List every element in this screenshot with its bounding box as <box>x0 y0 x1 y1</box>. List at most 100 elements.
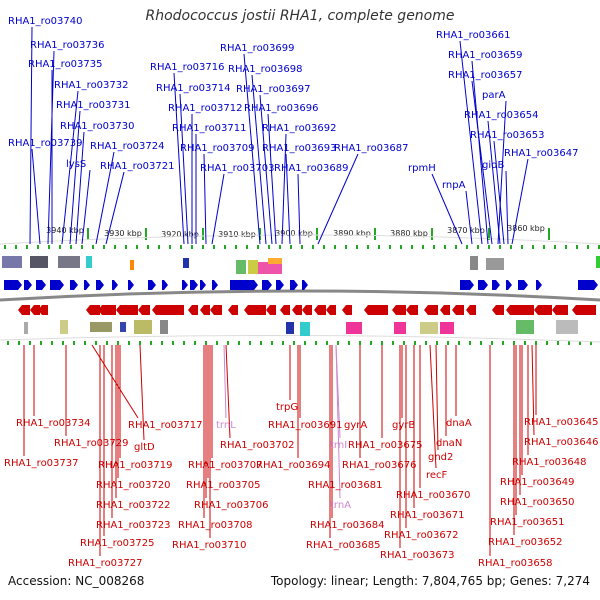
reverse-gene-label[interactable]: RHA1_ro03676 <box>342 460 417 471</box>
reverse-gene-label[interactable]: RHA1_ro03649 <box>500 477 575 488</box>
forward-gene-label[interactable]: gidB <box>482 160 504 171</box>
forward-gene-arrow <box>36 280 46 290</box>
forward-gene-label[interactable]: RHA1_ro03647 <box>504 148 579 159</box>
forward-gene-label[interactable]: RHA1_ro03730 <box>60 121 135 132</box>
forward-leader-line <box>259 94 273 245</box>
reverse-gene-label[interactable]: RHA1_ro03737 <box>4 458 79 469</box>
reverse-gene-label[interactable]: RHA1_ro03727 <box>68 558 143 569</box>
reverse-gene-label[interactable]: RHA1_ro03685 <box>306 540 381 551</box>
reverse-gene-label[interactable]: RHA1_ro03710 <box>172 540 247 551</box>
scale-tick <box>579 341 581 345</box>
reverse-gene-label[interactable]: RHA1_ro03658 <box>478 558 553 569</box>
reverse-gene-label[interactable]: trnI <box>330 440 347 451</box>
forward-gene-label[interactable]: RHA1_ro03703 <box>200 163 275 174</box>
reverse-gene-label[interactable]: gltD <box>134 442 155 453</box>
forward-gene-label[interactable]: RHA1_ro03654 <box>464 110 539 121</box>
reverse-gene-label[interactable]: RHA1_ro03722 <box>96 500 171 511</box>
reverse-gene-label[interactable]: RHA1_ro03717 <box>128 420 203 431</box>
reverse-gene-label[interactable]: recF <box>426 470 448 481</box>
forward-gene-label[interactable]: RHA1_ro03698 <box>228 64 303 75</box>
reverse-gene-arrow <box>364 305 388 315</box>
forward-gene-label[interactable]: RHA1_ro03721 <box>100 161 175 172</box>
forward-gene-label[interactable]: RHA1_ro03657 <box>448 70 523 81</box>
reverse-gene-label[interactable]: dnaA <box>446 418 472 429</box>
reverse-gene-label[interactable]: RHA1_ro03734 <box>16 418 91 429</box>
reverse-gene-label[interactable]: RHA1_ro03691 <box>268 420 343 431</box>
reverse-gene-label[interactable]: trpG <box>276 402 298 413</box>
reverse-gene-label[interactable]: RHA1_ro03723 <box>96 520 171 531</box>
forward-gene-label[interactable]: RHA1_ro03732 <box>54 80 129 91</box>
reverse-gene-label[interactable]: trnA <box>330 500 351 511</box>
reverse-gene-label[interactable]: RHA1_ro03707 <box>188 460 263 471</box>
scale-tick <box>70 245 72 249</box>
forward-gene-label[interactable]: lysS <box>66 159 86 170</box>
reverse-gene-label[interactable]: RHA1_ro03675 <box>348 440 423 451</box>
reverse-gene-label[interactable]: RHA1_ro03681 <box>308 480 383 491</box>
forward-gene-label[interactable]: RHA1_ro03696 <box>244 103 319 114</box>
reverse-gene-label[interactable]: RHA1_ro03670 <box>396 490 471 501</box>
forward-gene-label[interactable]: RHA1_ro03697 <box>236 84 311 95</box>
reverse-gene-label[interactable]: RHA1_ro03671 <box>390 510 465 521</box>
reverse-gene-label[interactable]: RHA1_ro03684 <box>310 520 385 531</box>
forward-gene-label[interactable]: RHA1_ro03739 <box>8 138 83 149</box>
reverse-gene-label[interactable]: RHA1_ro03673 <box>380 550 455 561</box>
forward-gene-label[interactable]: RHA1_ro03699 <box>220 43 295 54</box>
forward-leader-line <box>431 173 463 245</box>
forward-gene-label[interactable]: RHA1_ro03712 <box>168 103 243 114</box>
forward-leader-line <box>203 153 207 245</box>
scale-tick <box>73 341 75 345</box>
forward-gene-label[interactable]: RHA1_ro03731 <box>56 100 131 111</box>
forward-gene-label[interactable]: RHA1_ro03711 <box>172 123 247 134</box>
forward-gene-label[interactable]: RHA1_ro03659 <box>448 50 523 61</box>
forward-gene-label[interactable]: RHA1_ro03693 <box>262 143 337 154</box>
reverse-gene-label[interactable]: trnL <box>216 420 236 431</box>
scale-tick <box>150 341 152 345</box>
reverse-gene-label[interactable]: dnaN <box>436 438 462 449</box>
scale-tick <box>117 341 119 345</box>
forward-gene-label[interactable]: RHA1_ro03724 <box>90 141 165 152</box>
reverse-gene-label[interactable]: RHA1_ro03648 <box>512 457 587 468</box>
reverse-gene-label[interactable]: RHA1_ro03729 <box>54 438 129 449</box>
reverse-gene-label[interactable]: RHA1_ro03719 <box>98 460 173 471</box>
forward-gene-label[interactable]: RHA1_ro03716 <box>150 62 225 73</box>
forward-gene-label[interactable]: RHA1_ro03661 <box>436 30 511 41</box>
forward-gene-label[interactable]: rnpA <box>442 180 466 191</box>
forward-gene-label[interactable]: RHA1_ro03735 <box>28 59 103 70</box>
reverse-gene-label[interactable]: RHA1_ro03694 <box>256 460 331 471</box>
reverse-gene-label[interactable]: RHA1_ro03672 <box>384 530 459 541</box>
scale-tick <box>546 341 548 345</box>
reverse-gene-label[interactable]: RHA1_ro03708 <box>178 520 253 531</box>
forward-gene-label[interactable]: RHA1_ro03653 <box>470 130 545 141</box>
scale-tick <box>92 245 94 249</box>
reverse-gene-label[interactable]: RHA1_ro03706 <box>194 500 269 511</box>
forward-gene-label[interactable]: RHA1_ro03736 <box>30 40 105 51</box>
scale-tick <box>304 341 306 345</box>
scale-tick <box>312 245 314 249</box>
reverse-gene-arrow <box>392 305 406 315</box>
forward-gene-label[interactable]: rpmH <box>408 163 436 174</box>
forward-gene-label[interactable]: RHA1_ro03740 <box>8 16 83 27</box>
forward-gene-label[interactable]: parA <box>482 90 506 101</box>
reverse-gene-label[interactable]: RHA1_ro03725 <box>80 538 155 549</box>
reverse-gene-label[interactable]: RHA1_ro03651 <box>490 517 565 528</box>
reverse-gene-label[interactable]: RHA1_ro03702 <box>220 440 295 451</box>
scale-tick <box>513 341 515 345</box>
reverse-gene-label[interactable]: RHA1_ro03720 <box>96 480 171 491</box>
reverse-gene-label[interactable]: gyrB <box>392 420 415 431</box>
reverse-gene-label[interactable]: gnd2 <box>428 452 453 463</box>
forward-gene-label[interactable]: RHA1_ro03689 <box>274 163 349 174</box>
kbp-tick-label: 3900 kbp <box>275 229 313 238</box>
forward-gene-arrow <box>460 280 474 290</box>
forward-gene-label[interactable]: RHA1_ro03687 <box>334 143 409 154</box>
reverse-gene-label[interactable]: RHA1_ro03650 <box>500 497 575 508</box>
reverse-gene-label[interactable]: RHA1_ro03652 <box>488 537 563 548</box>
forward-gene-label[interactable]: RHA1_ro03714 <box>156 83 231 94</box>
gene-labels[interactable]: RHA1_ro03740RHA1_ro03736RHA1_ro03735RHA1… <box>4 16 599 569</box>
scale-tick <box>521 245 523 249</box>
forward-gene-label[interactable]: RHA1_ro03709 <box>180 143 255 154</box>
forward-gene-label[interactable]: RHA1_ro03692 <box>262 123 337 134</box>
reverse-gene-label[interactable]: gyrA <box>344 420 367 431</box>
reverse-gene-label[interactable]: RHA1_ro03705 <box>186 480 261 491</box>
reverse-gene-label[interactable]: RHA1_ro03645 <box>524 417 599 428</box>
reverse-gene-label[interactable]: RHA1_ro03646 <box>524 437 599 448</box>
